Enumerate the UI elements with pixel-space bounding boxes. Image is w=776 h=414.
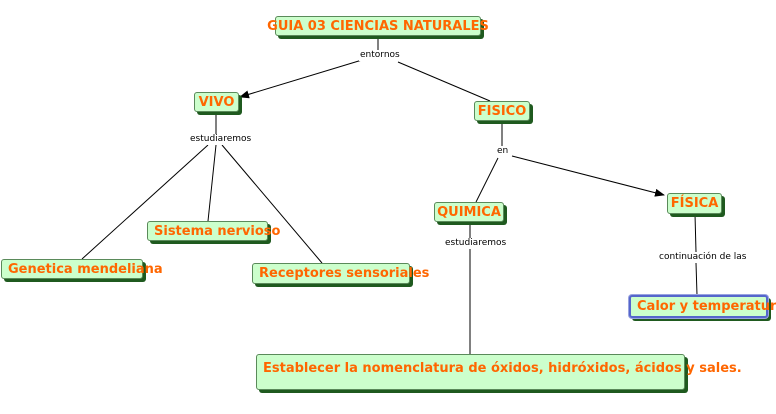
line-entornos-to-vivo	[239, 59, 363, 99]
concept-vivo-label: VIVO	[198, 94, 235, 110]
concept-title[interactable]: GUIA 03 CIENCIAS NATURALES	[267, 16, 489, 36]
line-estudiaremos-to-genetica	[81, 144, 209, 260]
concept-quimica-label: QUIMICA	[437, 204, 501, 220]
concept-vivo[interactable]: VIVO	[194, 92, 239, 112]
link-label-entornos[interactable]: entornos	[359, 50, 401, 61]
link-label-estudiaremos-quimica[interactable]: estudiaremos	[444, 238, 508, 249]
concept-sistema-nervioso[interactable]: Sistema nervioso	[147, 221, 280, 241]
concept-fisica-label: FÍSICA	[670, 196, 719, 211]
link-label-en[interactable]: en	[496, 146, 510, 157]
concept-nomenclatura-label: Establecer la nomenclatura de óxidos, hi…	[263, 361, 742, 376]
concept-receptores-sensoriales-label: Receptores sensoriales	[259, 266, 430, 281]
link-label-continuacion[interactable]: continuación de las	[658, 252, 748, 263]
line-en-to-quimica	[475, 157, 499, 203]
line-estudiaremos-to-receptores	[221, 144, 323, 264]
concept-sistema-nervioso-label: Sistema nervioso	[154, 223, 281, 239]
concept-fisico-label: FISICO	[477, 103, 527, 119]
line-en-to-fisica	[511, 155, 665, 197]
concept-title-label: GUIA 03 CIENCIAS NATURALES	[267, 18, 489, 34]
line-estudiaremos-to-sistema	[207, 144, 217, 222]
line-entornos-to-fisico	[397, 61, 491, 102]
link-label-estudiaremos-vivo[interactable]: estudiaremos	[189, 134, 253, 145]
concept-calor-temperatura[interactable]: Calor y temperatura	[629, 295, 776, 318]
concept-quimica[interactable]: QUIMICA	[434, 202, 504, 222]
line-continuacion-to-calor	[695, 262, 698, 296]
concept-nomenclatura[interactable]: Establecer la nomenclatura de óxidos, hi…	[256, 354, 742, 390]
line-fisica-to-continuacion	[694, 213, 697, 253]
concept-genetica-mendeliana-label: Genetica mendeliana	[8, 261, 163, 277]
concept-receptores-sensoriales[interactable]: Receptores sensoriales	[252, 263, 429, 284]
concept-fisica[interactable]: FÍSICA	[667, 193, 722, 214]
concept-genetica-mendeliana[interactable]: Genetica mendeliana	[1, 259, 163, 279]
concept-fisico[interactable]: FISICO	[474, 101, 530, 121]
concept-calor-temperatura-label: Calor y temperatura	[637, 299, 776, 314]
